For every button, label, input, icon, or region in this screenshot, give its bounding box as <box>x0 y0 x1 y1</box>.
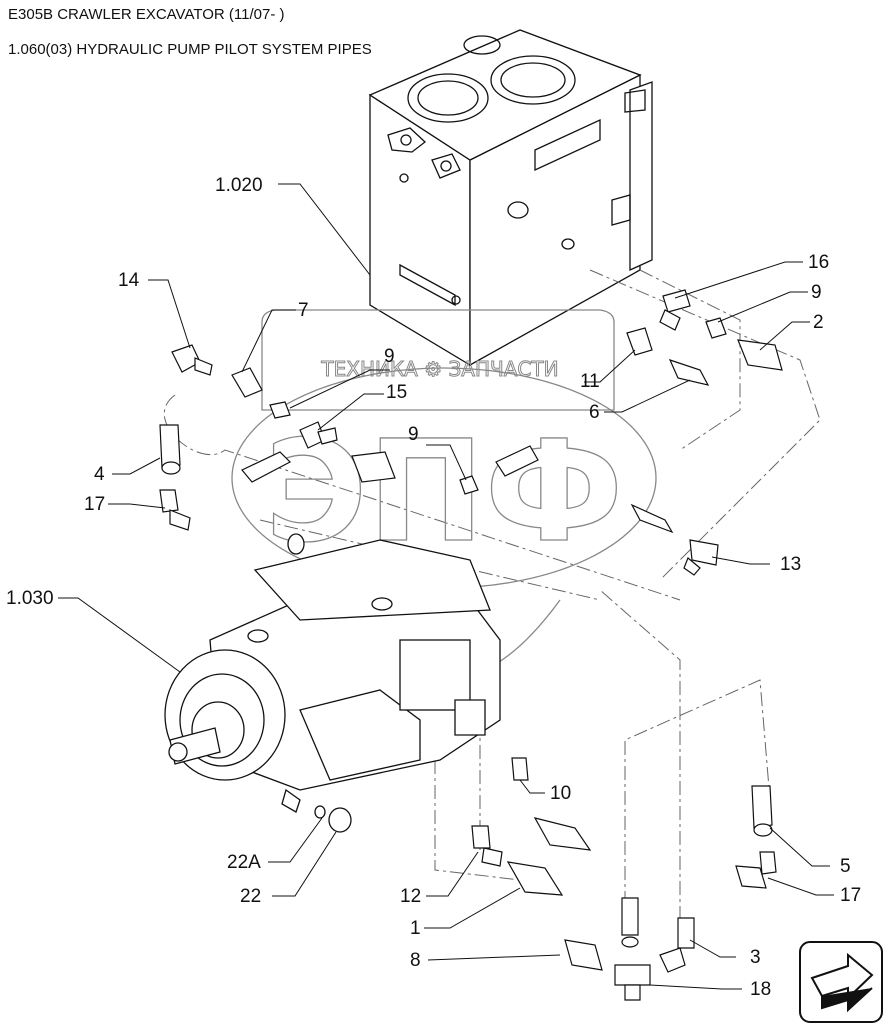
watermark-text: ТЕХНИКА ⚙ ЗАПЧАСТИ <box>320 357 558 381</box>
label-9-left: 9 <box>384 346 395 367</box>
label-17-right: 17 <box>840 885 861 906</box>
label-5: 5 <box>840 856 851 877</box>
label-18: 18 <box>750 979 771 1000</box>
label-22a: 22A <box>227 852 261 873</box>
callout-labels: 1.020 14 7 16 9 2 9 15 11 6 9 4 17 13 1.… <box>6 175 861 1000</box>
pump-assembly <box>164 533 501 833</box>
fittings <box>159 289 783 1001</box>
label-1: 1 <box>410 918 421 939</box>
label-3: 3 <box>750 947 761 968</box>
label-14: 14 <box>118 270 140 291</box>
routing-lines <box>163 269 821 930</box>
label-13: 13 <box>780 554 801 575</box>
page-title: E305B CRAWLER EXCAVATOR (11/07- ) <box>8 6 285 23</box>
label-4: 4 <box>94 464 105 485</box>
valve-block <box>368 29 653 367</box>
label-16: 16 <box>808 252 829 273</box>
label-6: 6 <box>589 402 600 423</box>
leader-lines <box>58 183 834 990</box>
page-subtitle: 1.060(03) HYDRAULIC PUMP PILOT SYSTEM PI… <box>8 41 372 58</box>
label-12: 12 <box>400 886 421 907</box>
label-22: 22 <box>240 886 261 907</box>
label-10: 10 <box>550 783 571 804</box>
label-2: 2 <box>813 312 824 333</box>
label-8: 8 <box>410 950 421 971</box>
label-17-left: 17 <box>84 494 105 515</box>
label-1030: 1.030 <box>6 588 54 609</box>
label-9-right: 9 <box>811 282 822 303</box>
label-7: 7 <box>298 300 309 321</box>
label-15: 15 <box>386 382 407 403</box>
label-11: 11 <box>580 371 600 392</box>
next-page-arrow-icon[interactable] <box>799 941 883 1023</box>
label-9-center: 9 <box>408 424 419 445</box>
label-1020: 1.020 <box>215 175 263 196</box>
